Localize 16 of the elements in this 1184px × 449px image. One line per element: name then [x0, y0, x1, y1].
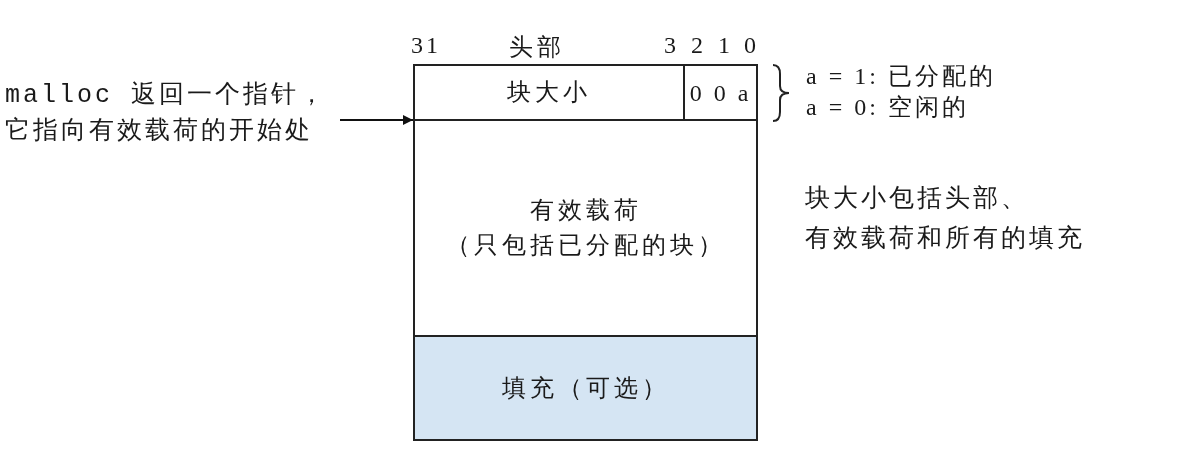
pointer-note: malloc 返回一个指针，它指向有效载荷的开始处	[5, 78, 340, 150]
bit-number: 31	[411, 31, 441, 60]
field-label: 有效载荷（只包括已分配的块）	[444, 195, 727, 261]
header-label: 头部	[509, 32, 565, 63]
bit-number: 0	[744, 31, 759, 60]
flag-legend-text: a = 0: 空闲的	[806, 93, 969, 122]
field-label: 0 0 a	[689, 78, 752, 108]
flag-legend-text: a = 1: 已分配的	[806, 62, 996, 91]
padding-area	[413, 335, 758, 441]
bit-number: 2	[691, 31, 706, 60]
field-label: 块大小	[507, 77, 591, 108]
note-text: 块大小包括头部、有效载荷和所有的填充	[805, 182, 1086, 254]
field-label: 填充（可选）	[501, 372, 670, 404]
bit-number: 1	[718, 31, 733, 60]
arrow	[339, 115, 414, 125]
bit-number: 3	[664, 31, 679, 60]
